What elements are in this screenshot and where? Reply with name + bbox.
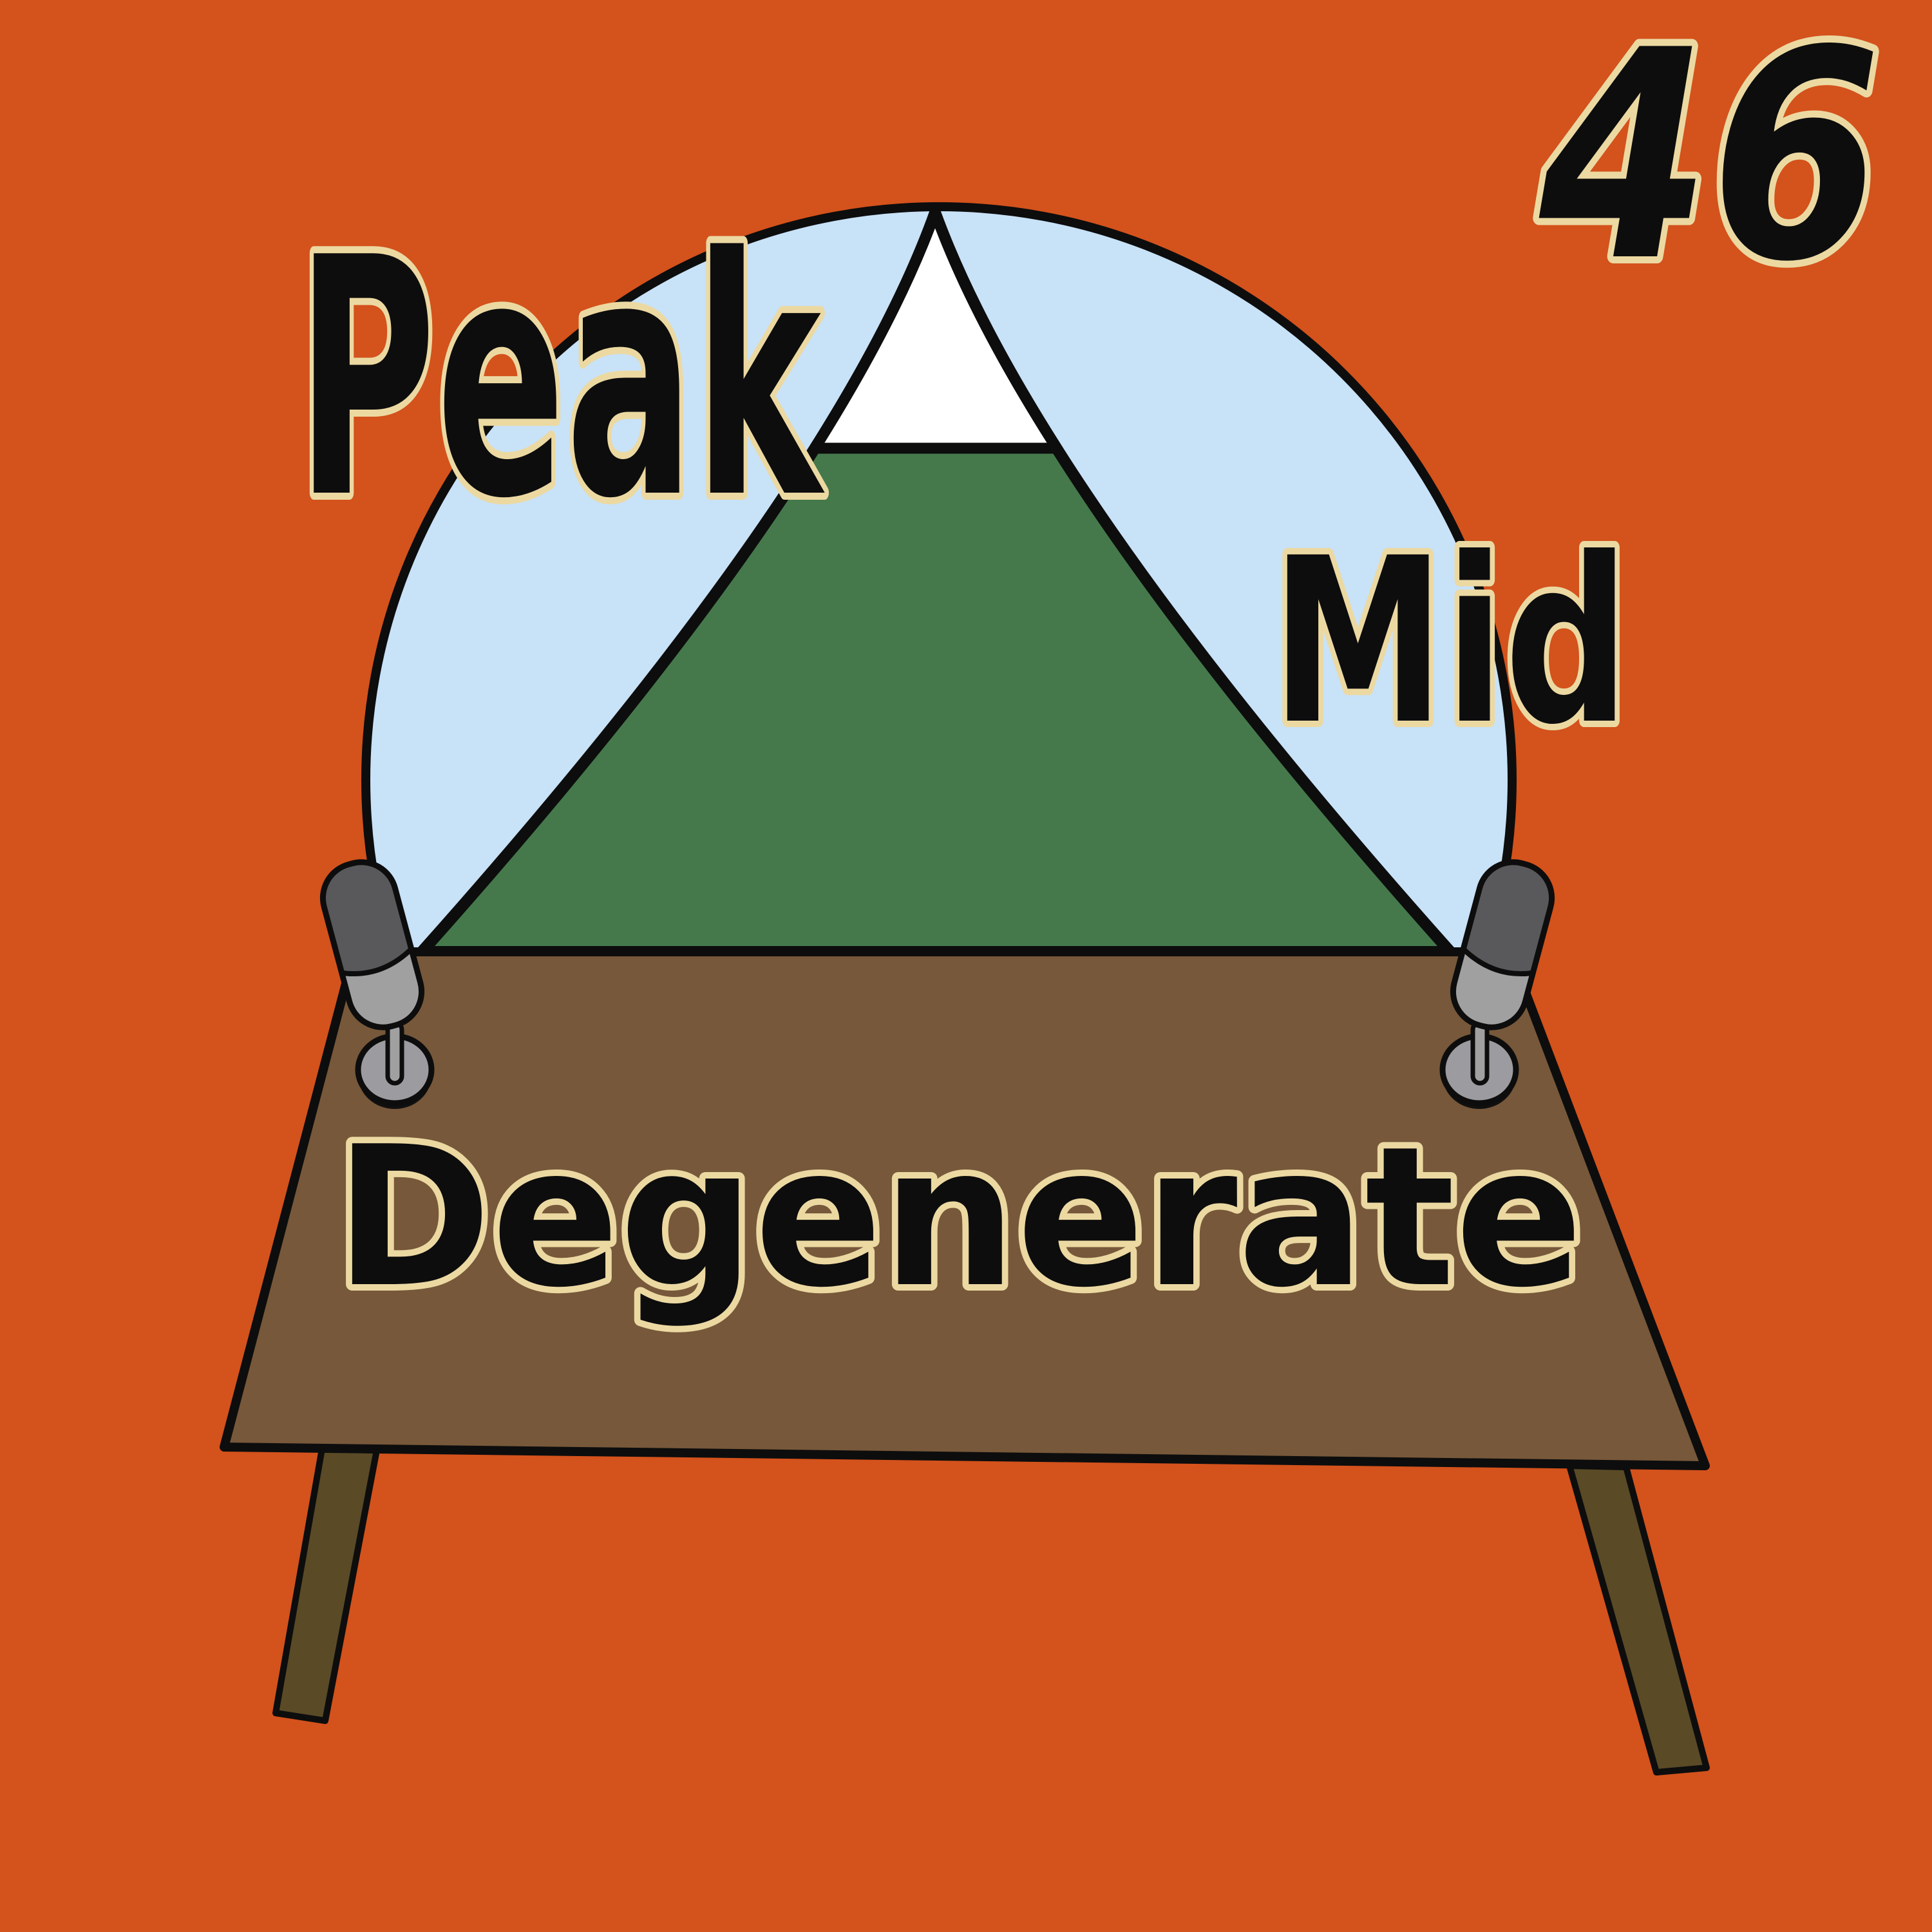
microphone-right-icon <box>1439 859 1555 1109</box>
label-degenerate: Degenerate <box>335 1105 1583 1330</box>
mic-left-grille <box>322 862 412 974</box>
label-mid: Mid <box>1271 509 1629 775</box>
table-icon <box>220 947 1710 1470</box>
mic-left-stem <box>385 1020 404 1086</box>
episode-number: 46 <box>1535 0 1882 325</box>
mic-right-stem <box>1470 1020 1490 1086</box>
microphone-left-icon <box>319 859 435 1109</box>
mic-right-grille <box>1463 862 1553 974</box>
snow-cap-icon <box>809 207 1063 454</box>
label-peak: Peak <box>296 189 826 571</box>
mic-right-divider <box>1461 947 1533 977</box>
mic-left-divider <box>341 947 413 977</box>
mic-right-outline <box>1450 859 1555 1030</box>
mic-left-outline <box>319 859 425 1030</box>
